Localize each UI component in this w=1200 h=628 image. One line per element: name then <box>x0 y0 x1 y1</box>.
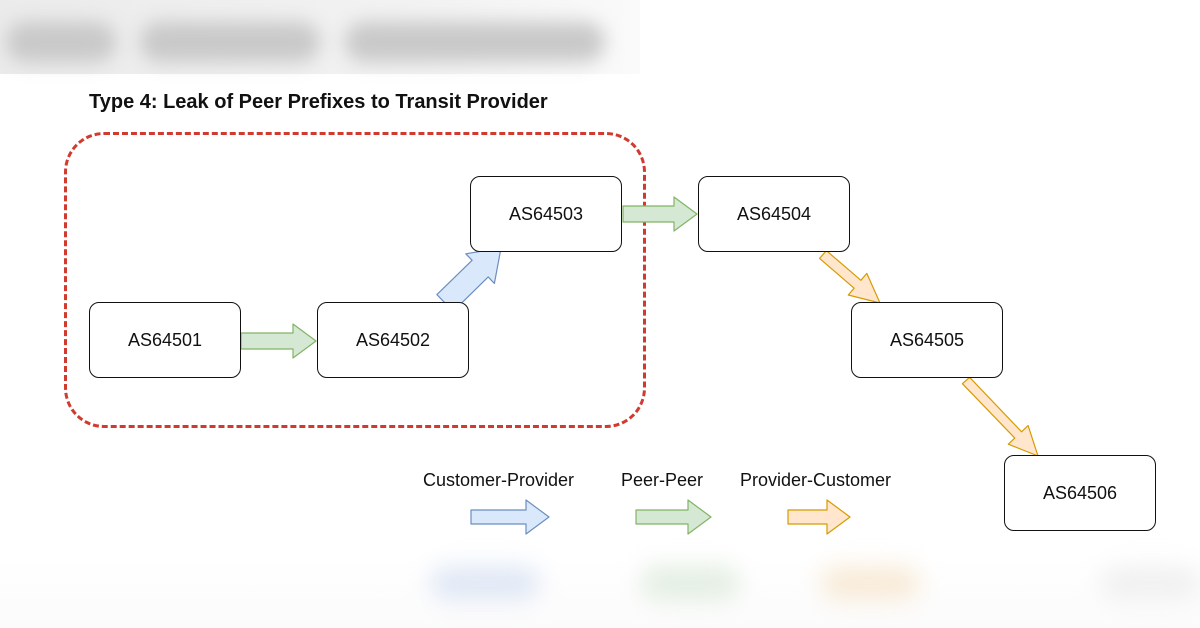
node-as64503: AS64503 <box>470 176 622 252</box>
node-as64501: AS64501 <box>89 302 241 378</box>
arrow-provider-customer-as64505-as64506 <box>961 376 1039 457</box>
arrow-peer-as64503-as64504 <box>622 196 698 232</box>
arrow-provider-customer-as64504-as64505 <box>818 250 881 304</box>
legend-label-provider-customer: Provider-Customer <box>740 470 892 490</box>
arrow-peer-as64501-as64502 <box>240 323 317 359</box>
node-as64505: AS64505 <box>851 302 1003 378</box>
node-label: AS64505 <box>889 329 965 350</box>
legend-arrow-customer-provider <box>470 499 550 535</box>
legend-label-customer-provider: Customer-Provider <box>423 470 575 490</box>
node-as64502: AS64502 <box>317 302 469 378</box>
blurred-text <box>345 22 605 62</box>
legend-arrow-provider-customer <box>787 499 851 535</box>
node-as64506: AS64506 <box>1004 455 1156 531</box>
legend-label-peer-peer: Peer-Peer <box>621 470 704 490</box>
legend-arrow-peer-peer <box>635 499 712 535</box>
node-label: AS64501 <box>127 329 203 350</box>
node-label: AS64504 <box>736 203 812 224</box>
node-label: AS64503 <box>508 203 584 224</box>
blurred-shape <box>1100 566 1200 600</box>
node-as64504: AS64504 <box>698 176 850 252</box>
node-label: AS64506 <box>1042 482 1118 503</box>
leak-boundary <box>64 132 646 428</box>
blurred-footer <box>0 556 1200 628</box>
node-label: AS64502 <box>355 329 431 350</box>
blurred-shape <box>430 566 540 600</box>
blurred-header <box>0 0 640 74</box>
blurred-text <box>6 22 116 62</box>
blurred-text <box>140 22 320 62</box>
diagram-title: Type 4: Leak of Peer Prefixes to Transit… <box>89 91 548 113</box>
blurred-shape <box>640 566 740 600</box>
blurred-shape <box>820 566 920 600</box>
